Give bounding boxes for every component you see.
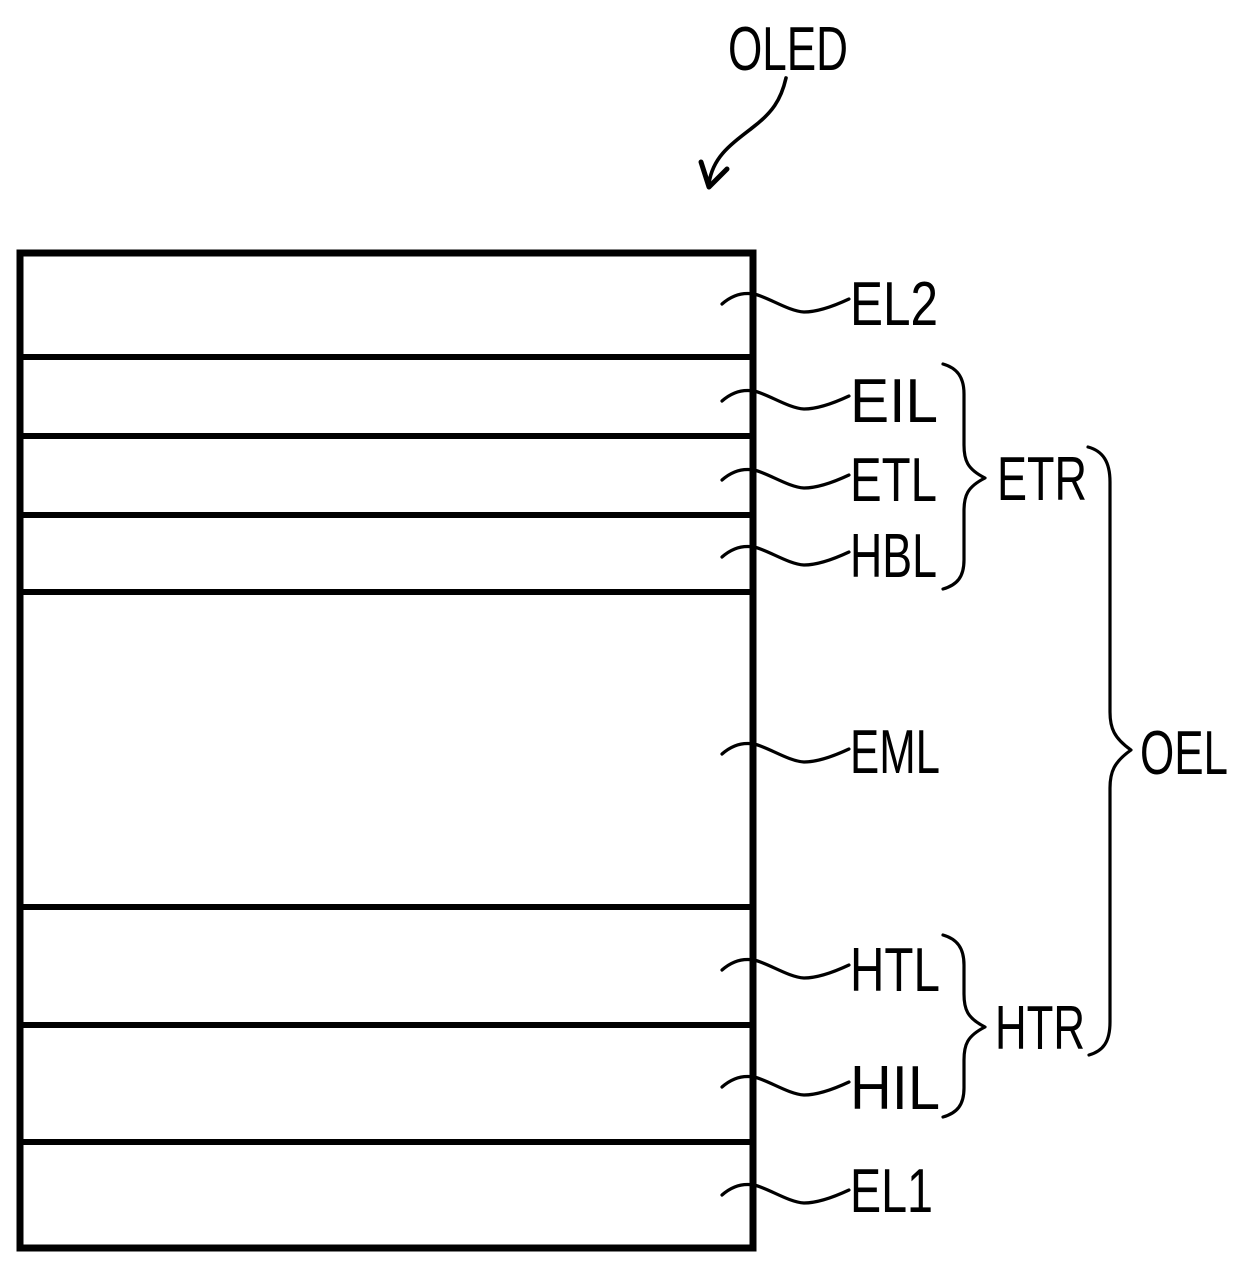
- leader-squiggle-hil: [720, 1074, 851, 1097]
- layer-label-eil: EIL: [850, 367, 938, 436]
- group-label-htr: HTR: [995, 994, 1085, 1063]
- layer-label-el2: EL2: [850, 270, 938, 339]
- brace-oel: [1086, 445, 1133, 1057]
- leader-squiggle-etl: [720, 467, 851, 490]
- layer-label-hil: HIL: [850, 1054, 940, 1123]
- stack-outline: [16, 249, 757, 1252]
- leader-squiggle-el2: [720, 291, 851, 314]
- group-label-etr: ETR: [997, 445, 1087, 514]
- arrow-shaft: [707, 76, 788, 185]
- layer-label-eml: EML: [850, 718, 940, 787]
- group-label-oel: OEL: [1140, 719, 1228, 788]
- leader-squiggle-el1: [720, 1182, 851, 1205]
- brace-htr: [941, 933, 987, 1119]
- leader-squiggle-hbl: [720, 544, 851, 567]
- arrow-icon: [698, 76, 788, 190]
- leader-squiggle-eml: [720, 741, 851, 764]
- leader-squiggles: [720, 291, 851, 1205]
- layer-label-el1: EL1: [850, 1157, 933, 1226]
- brace-etr: [941, 362, 987, 591]
- leader-squiggle-htl: [720, 957, 851, 980]
- layer-label-etl: ETL: [850, 446, 937, 515]
- figure-title: OLED: [728, 15, 848, 84]
- layer-stack: [16, 249, 757, 1252]
- layer-label-hbl: HBL: [850, 522, 937, 591]
- layer-label-htl: HTL: [850, 936, 940, 1005]
- leader-squiggle-eil: [720, 388, 851, 411]
- arrow-head: [698, 159, 730, 190]
